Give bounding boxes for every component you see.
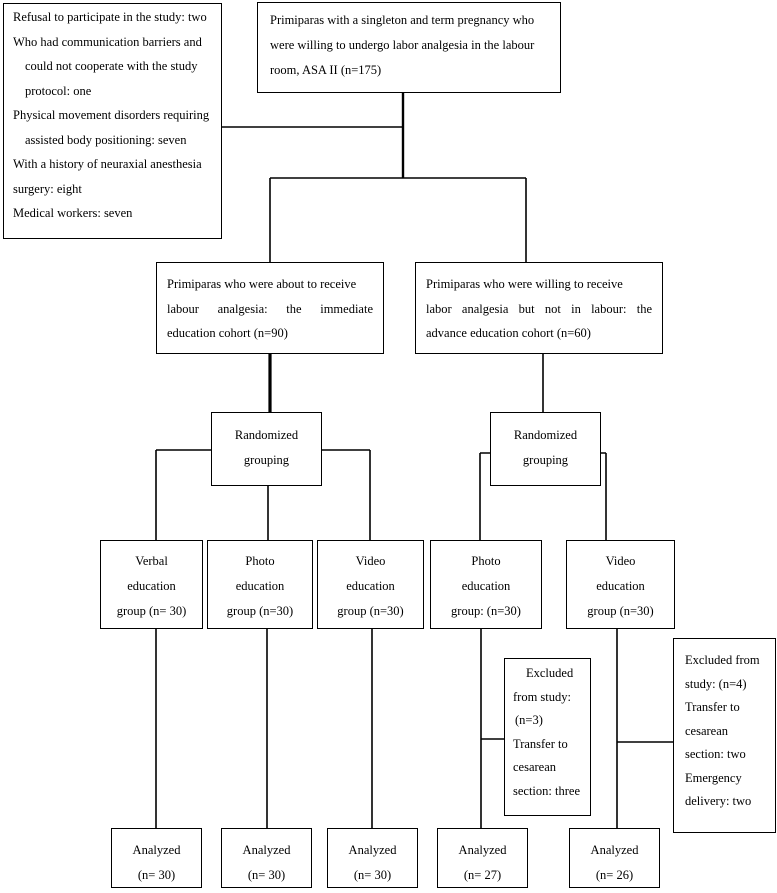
excluded-line: section: three	[513, 783, 580, 798]
excluded-video-box: Excluded from study: (n=4) Transfer to c…	[673, 638, 776, 833]
immediate-cohort-box: Primiparas who were about to receive lab…	[156, 262, 384, 354]
exclusion-line: surgery: eight	[13, 181, 82, 196]
cohort-line: labor analgesia but not in labour: the	[426, 301, 652, 316]
exclusion-line: Refusal to participate in the study: two	[13, 10, 207, 24]
analyzed-label: Analyzed	[242, 843, 291, 857]
excluded-line: section: two	[685, 747, 746, 761]
cohort-line: education cohort (n=90)	[167, 326, 288, 340]
group-line: education	[235, 579, 285, 593]
enrollment-box: Primiparas with a singleton and term pre…	[257, 2, 561, 93]
group-line: group (n=30)	[226, 604, 294, 618]
analyzed-label: Analyzed	[458, 843, 507, 857]
cohort-line: labour analgesia: the immediate	[167, 301, 373, 316]
group-box-video-advance: Video education group (n=30)	[566, 540, 675, 629]
excluded-line: cesarean	[513, 760, 557, 774]
group-line: Photo	[471, 554, 501, 568]
group-line: Video	[355, 554, 386, 568]
randomized-line: grouping	[522, 453, 569, 467]
randomized-line: Randomized	[513, 428, 578, 442]
analyzed-count: (n= 30)	[353, 868, 392, 882]
excluded-line: Excluded	[526, 666, 574, 680]
group-line: education	[346, 579, 395, 593]
cohort-line: advance education cohort (n=60)	[426, 326, 591, 340]
enrollment-line: were willing to undergo labor analgesia …	[270, 38, 535, 52]
cohort-line: Primiparas who were willing to receive	[426, 277, 623, 291]
excluded-line: Transfer to	[513, 736, 568, 751]
group-line: education	[461, 579, 511, 593]
excluded-line: (n=3)	[515, 713, 543, 727]
analyzed-label: Analyzed	[590, 843, 639, 857]
exclusion-line: assisted body positioning: seven	[25, 132, 187, 147]
exclusion-line: Medical workers: seven	[13, 206, 133, 220]
exclusion-line: With a history of neuraxial anesthesia	[13, 157, 202, 171]
randomized-box-left: Randomized grouping	[211, 412, 322, 486]
group-box-verbal: Verbal education group (n= 30)	[100, 540, 203, 629]
group-line: group: (n=30)	[451, 604, 521, 618]
analyzed-count: (n= 30)	[247, 868, 286, 882]
group-box-photo-advance: Photo education group: (n=30)	[430, 540, 542, 629]
analyzed-label: Analyzed	[132, 843, 181, 857]
analyzed-box-3: Analyzed (n= 30)	[327, 828, 418, 888]
group-line: education	[596, 579, 645, 593]
group-box-photo-immediate: Photo education group (n=30)	[207, 540, 313, 629]
randomized-line: Randomized	[234, 428, 299, 442]
excluded-line: from study:	[513, 689, 571, 704]
group-line: education	[127, 579, 176, 593]
analyzed-label: Analyzed	[348, 843, 397, 857]
excluded-line: Excluded from	[685, 653, 760, 667]
excluded-line: delivery: two	[685, 794, 752, 808]
group-box-video-immediate: Video education group (n=30)	[317, 540, 424, 629]
exclusion-line: could not cooperate with the study	[25, 59, 198, 73]
excluded-line: Emergency	[685, 770, 742, 785]
analyzed-count: (n= 30)	[137, 868, 176, 882]
group-line: group (n= 30)	[116, 604, 187, 618]
analyzed-count: (n= 26)	[595, 868, 634, 882]
enrollment-line: room, ASA II (n=175)	[270, 63, 382, 77]
exclusion-line: Who had communication barriers and	[13, 34, 202, 49]
group-line: Video	[605, 554, 636, 568]
cohort-line: Primiparas who were about to receive	[167, 277, 357, 291]
randomized-line: grouping	[243, 453, 290, 467]
analyzed-count: (n= 27)	[463, 868, 502, 882]
exclusion-line: Physical movement disorders requiring	[13, 108, 210, 122]
analyzed-box-2: Analyzed (n= 30)	[221, 828, 312, 888]
excluded-photo-box: Excluded from study: (n=3) Transfer to c…	[504, 658, 591, 816]
exclusion-line: protocol: one	[25, 83, 92, 98]
analyzed-box-1: Analyzed (n= 30)	[111, 828, 202, 888]
enrollment-line: Primiparas with a singleton and term pre…	[270, 13, 535, 27]
excluded-line: study: (n=4)	[685, 676, 747, 691]
group-line: Photo	[245, 554, 275, 568]
analyzed-box-5: Analyzed (n= 26)	[569, 828, 660, 888]
randomized-box-right: Randomized grouping	[490, 412, 601, 486]
advance-cohort-box: Primiparas who were willing to receive l…	[415, 262, 663, 354]
group-line: group (n=30)	[587, 604, 654, 618]
group-line: group (n=30)	[337, 604, 404, 618]
excluded-line: cesarean	[685, 723, 729, 738]
analyzed-box-4: Analyzed (n= 27)	[437, 828, 528, 888]
exclusion-criteria-box: Refusal to participate in the study: two…	[3, 3, 222, 239]
excluded-line: Transfer to	[685, 700, 740, 714]
group-line: Verbal	[135, 554, 168, 568]
